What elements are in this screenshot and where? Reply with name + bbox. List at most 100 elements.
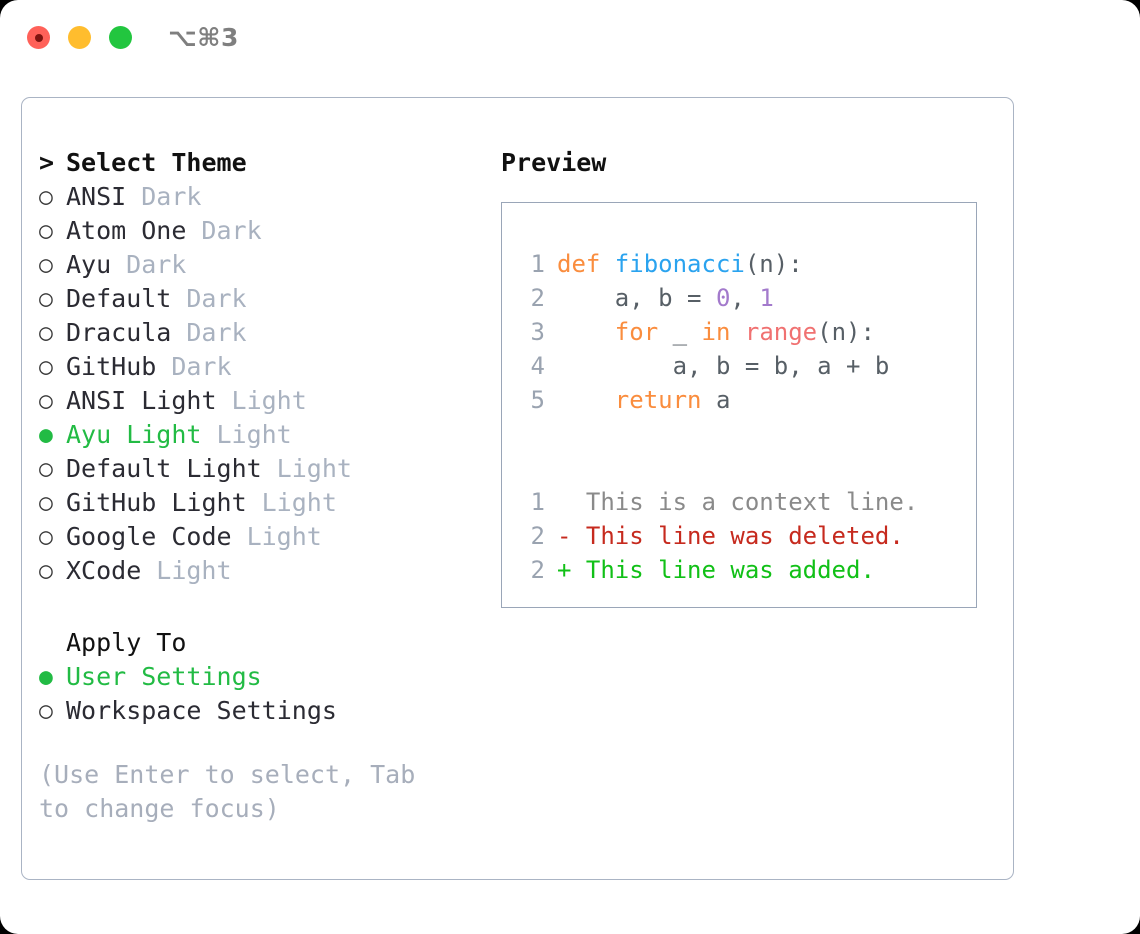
code-token-pl: _: [658, 318, 702, 346]
diff-marker: -: [557, 522, 572, 550]
theme-option-atom-one[interactable]: ○ Atom One Dark: [39, 214, 479, 248]
theme-option-ayu[interactable]: ○ Ayu Dark: [39, 248, 479, 282]
code-line-number: 2: [530, 284, 545, 312]
theme-option-label: GitHub: [66, 352, 157, 381]
select-theme-heading: > Select Theme: [39, 146, 479, 180]
diff-marker: +: [557, 556, 572, 584]
theme-option-github-light[interactable]: ○ GitHub Light Light: [39, 486, 479, 520]
radio-unselected-icon: ○: [39, 524, 53, 550]
theme-option-badge: Dark: [186, 284, 247, 313]
radio-unselected-icon: ○: [39, 286, 53, 312]
diff-line: 2 + This line was added.: [521, 553, 918, 587]
theme-option-badge: Light: [231, 386, 307, 415]
code-token-pl: a, b = b, a + b: [557, 352, 890, 380]
radio-unselected-icon: ○: [39, 490, 53, 516]
theme-option-badge: Dark: [201, 216, 262, 245]
keyboard-shortcut-label: ⌥⌘3: [168, 23, 239, 52]
theme-option-ayu-light[interactable]: ● Ayu Light Light: [39, 418, 479, 452]
maximize-window-icon[interactable]: [109, 26, 132, 49]
code-line-number: 3: [530, 318, 545, 346]
theme-option-label: Atom One: [66, 216, 187, 245]
preview-blank-line: [521, 417, 918, 451]
caret-icon: >: [39, 148, 55, 177]
diff-line-number: 2: [530, 522, 545, 550]
code-token-kw: for: [614, 318, 659, 346]
preview-blank-line: [521, 451, 918, 485]
code-token-pl: [557, 386, 615, 414]
radio-unselected-icon: ○: [39, 218, 53, 244]
radio-unselected-icon: ○: [39, 558, 53, 584]
theme-option-badge: Dark: [126, 250, 187, 279]
close-window-icon[interactable]: [27, 26, 50, 49]
radio-unselected-icon: ○: [39, 252, 53, 278]
diff-text: This line was deleted.: [571, 522, 904, 550]
preview-heading: Preview: [501, 148, 607, 177]
theme-option-label: Ayu: [66, 250, 112, 279]
theme-option-ansi-light[interactable]: ○ ANSI Light Light: [39, 384, 479, 418]
keyboard-hint-text: (Use Enter to select, Tab to change focu…: [39, 760, 416, 823]
diff-line-number: 2: [530, 556, 545, 584]
theme-option-label: Default Light: [66, 454, 262, 483]
theme-option-label: GitHub Light: [66, 488, 247, 517]
select-theme-heading-label: Select Theme: [66, 148, 247, 177]
code-token-num: 1: [759, 284, 774, 312]
code-token-pl: [557, 318, 615, 346]
diff-line: 1 This is a context line.: [521, 485, 919, 519]
minimize-window-icon[interactable]: [68, 26, 91, 49]
apply-to-option-label: User Settings: [66, 662, 262, 691]
theme-option-badge: Light: [276, 454, 352, 483]
theme-option-badge: Light: [261, 488, 337, 517]
radio-unselected-icon: ○: [39, 388, 53, 414]
code-line: 5 return a: [521, 383, 918, 417]
apply-to-heading: Apply To: [66, 628, 187, 657]
apply-to-option-workspace-settings[interactable]: ○ Workspace Settings: [39, 694, 479, 728]
radio-unselected-icon: ○: [39, 456, 53, 482]
diff-line: 2- This line was deleted.: [521, 519, 918, 553]
diff-text: This line was added.: [571, 556, 875, 584]
radio-unselected-icon: ○: [39, 698, 53, 724]
theme-option-default-light[interactable]: ○ Default Light Light: [39, 452, 479, 486]
diff-marker: [557, 488, 571, 516]
code-token-pl: a: [701, 386, 731, 414]
code-line: 2 a, b = 0, 1: [521, 281, 918, 315]
code-token-pl: [730, 318, 744, 346]
traffic-lights: [27, 26, 132, 49]
apply-to-list: ●User Settings ○ Workspace Settings: [39, 660, 479, 728]
theme-option-label: Google Code: [66, 522, 232, 551]
radio-unselected-icon: ○: [39, 320, 53, 346]
theme-option-badge: Light: [156, 556, 232, 585]
code-token-num: 0: [715, 284, 731, 312]
code-token-kw: def: [557, 250, 615, 278]
code-token-pl: (n):: [817, 318, 875, 346]
code-line-number: 1: [530, 250, 545, 278]
theme-option-dracula[interactable]: ○ Dracula Dark: [39, 316, 479, 350]
apply-to-option-user-settings[interactable]: ●User Settings: [39, 660, 479, 694]
diff-text: This is a context line.: [571, 488, 919, 516]
code-token-pl: ,: [730, 284, 760, 312]
code-token-kw: return: [614, 386, 702, 414]
theme-option-label: Dracula: [66, 318, 172, 347]
theme-option-badge: Dark: [186, 318, 247, 347]
title-bar: ⌥⌘3: [0, 0, 1140, 78]
theme-option-badge: Dark: [141, 182, 202, 211]
theme-option-google-code[interactable]: ○ Google Code Light: [39, 520, 479, 554]
radio-selected-icon: ●: [39, 422, 53, 448]
radio-unselected-icon: ○: [39, 354, 53, 380]
theme-option-badge: Light: [216, 420, 292, 449]
theme-option-label: ANSI Light: [66, 386, 217, 415]
code-line: 4 a, b = b, a + b: [521, 349, 918, 383]
code-token-bi: range: [744, 318, 818, 346]
theme-option-badge: Light: [246, 522, 322, 551]
code-line: 3 for _ in range(n):: [521, 315, 918, 349]
code-line-number: 5: [530, 386, 545, 414]
theme-option-label: Ayu Light: [66, 420, 202, 449]
apply-to-option-label: Workspace Settings: [66, 696, 337, 725]
